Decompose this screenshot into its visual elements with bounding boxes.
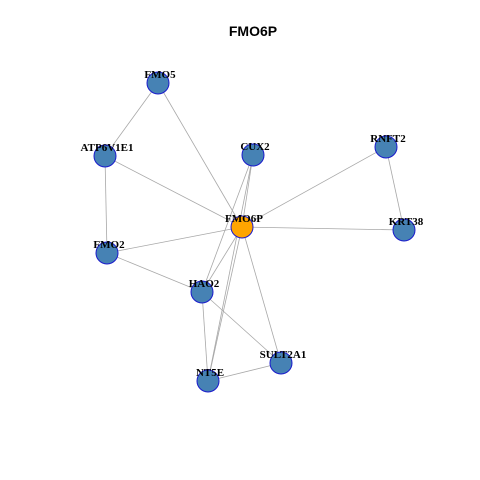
node-fmo2 (95, 241, 119, 265)
edge-fmo6p-hao2 (201, 226, 243, 293)
edge-fmo6p-krt38 (241, 226, 405, 231)
edge-fmo6p-fmo2 (106, 226, 243, 254)
edge-atp6v1e1-fmo2 (104, 155, 108, 254)
node-label-rnft2: RNFT2 (370, 133, 406, 145)
node-label-krt38: KRT38 (389, 216, 424, 228)
nodes-layer (93, 71, 416, 393)
node-label-cux2: CUX2 (240, 141, 270, 153)
node-label-atp6v1e1: ATP6V1E1 (81, 142, 134, 154)
edge-hao2-sult2a1 (201, 291, 282, 364)
edge-rnft2-krt38 (385, 146, 405, 231)
node-label-sult2a1: SULT2A1 (260, 349, 307, 361)
node-label-fmo2: FMO2 (93, 239, 125, 251)
edge-cux2-hao2 (201, 154, 254, 293)
edge-rnft2-fmo6p (241, 146, 387, 228)
edges-layer (104, 82, 405, 382)
edge-fmo5-fmo6p (157, 82, 243, 228)
node-rnft2 (374, 135, 398, 159)
node-nt5e (196, 369, 220, 393)
node-krt38 (392, 218, 416, 242)
graph-title: FMO6P (229, 23, 277, 39)
node-sult2a1 (269, 351, 293, 375)
node-fmo6p (230, 215, 254, 239)
node-atp6v1e1 (93, 144, 117, 168)
edge-cux2-nt5e (207, 154, 254, 382)
edge-cux2-fmo6p (241, 154, 254, 228)
edge-fmo5-atp6v1e1 (104, 82, 159, 157)
node-label-fmo5: FMO5 (144, 69, 176, 81)
node-label-nt5e: NT5E (196, 367, 224, 379)
node-label-fmo6p: FMO6P (225, 213, 263, 225)
edge-fmo6p-nt5e (207, 226, 243, 382)
edge-nt5e-sult2a1 (207, 362, 282, 382)
node-cux2 (241, 143, 265, 167)
edge-atp6v1e1-fmo6p (104, 155, 243, 228)
node-label-hao2: HAO2 (189, 278, 220, 290)
node-fmo5 (146, 71, 170, 95)
edge-fmo6p-sult2a1 (241, 226, 282, 364)
edge-hao2-nt5e (201, 291, 209, 382)
node-hao2 (190, 280, 214, 304)
edge-fmo2-hao2 (106, 252, 203, 293)
